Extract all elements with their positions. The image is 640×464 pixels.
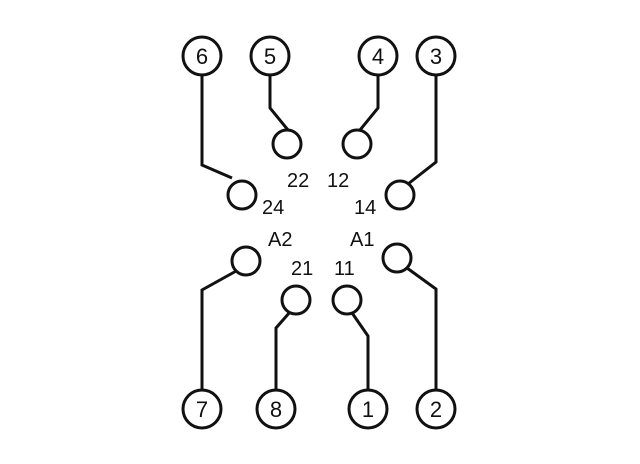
wire-4-12 <box>358 70 380 131</box>
wire-2-A1 <box>406 266 438 393</box>
wire-6-24 <box>200 72 233 180</box>
terminal-3-number: 3 <box>430 44 442 69</box>
contact-pad-11 <box>331 284 363 316</box>
wire-5-22 <box>268 70 290 131</box>
contact-label-24: 24 <box>262 197 284 219</box>
contact-pad-14 <box>384 179 416 211</box>
terminal-7-number: 7 <box>196 397 208 422</box>
terminal-7: 7 <box>181 388 223 430</box>
contact-label-22: 22 <box>287 170 309 192</box>
contact-pad-A1 <box>381 242 413 274</box>
wire-7-A2 <box>200 268 239 393</box>
contact-pad-A2 <box>230 245 262 277</box>
contact-label-12: 12 <box>327 170 349 192</box>
terminal-2-number: 2 <box>430 397 442 422</box>
contact-label-A1: A1 <box>350 229 374 251</box>
terminal-8: 8 <box>255 388 297 430</box>
contact-label-11: 11 <box>334 258 355 280</box>
contact-label-14: 14 <box>354 197 376 219</box>
wire-8-21 <box>274 311 292 393</box>
terminal-6: 6 <box>181 35 223 77</box>
contact-label-21: 21 <box>291 258 313 280</box>
contact-label-A2: A2 <box>268 229 292 251</box>
terminal-4: 4 <box>357 35 399 77</box>
wire-1-11 <box>348 309 370 393</box>
terminal-1-number: 1 <box>362 397 374 422</box>
terminal-5: 5 <box>249 35 291 77</box>
terminal-4-number: 4 <box>372 44 384 69</box>
wire-3-14 <box>407 70 438 186</box>
terminal-6-number: 6 <box>196 44 208 69</box>
contact-pad-21 <box>280 284 312 316</box>
terminal-2: 2 <box>415 388 457 430</box>
wires <box>200 70 438 393</box>
contact-pad-12 <box>341 128 373 160</box>
terminal-1: 1 <box>347 388 389 430</box>
terminal-8-number: 8 <box>270 397 282 422</box>
contact-pad-24 <box>226 179 258 211</box>
terminal-5-number: 5 <box>264 44 276 69</box>
contact-pad-22 <box>271 128 303 160</box>
terminal-3: 3 <box>415 35 457 77</box>
